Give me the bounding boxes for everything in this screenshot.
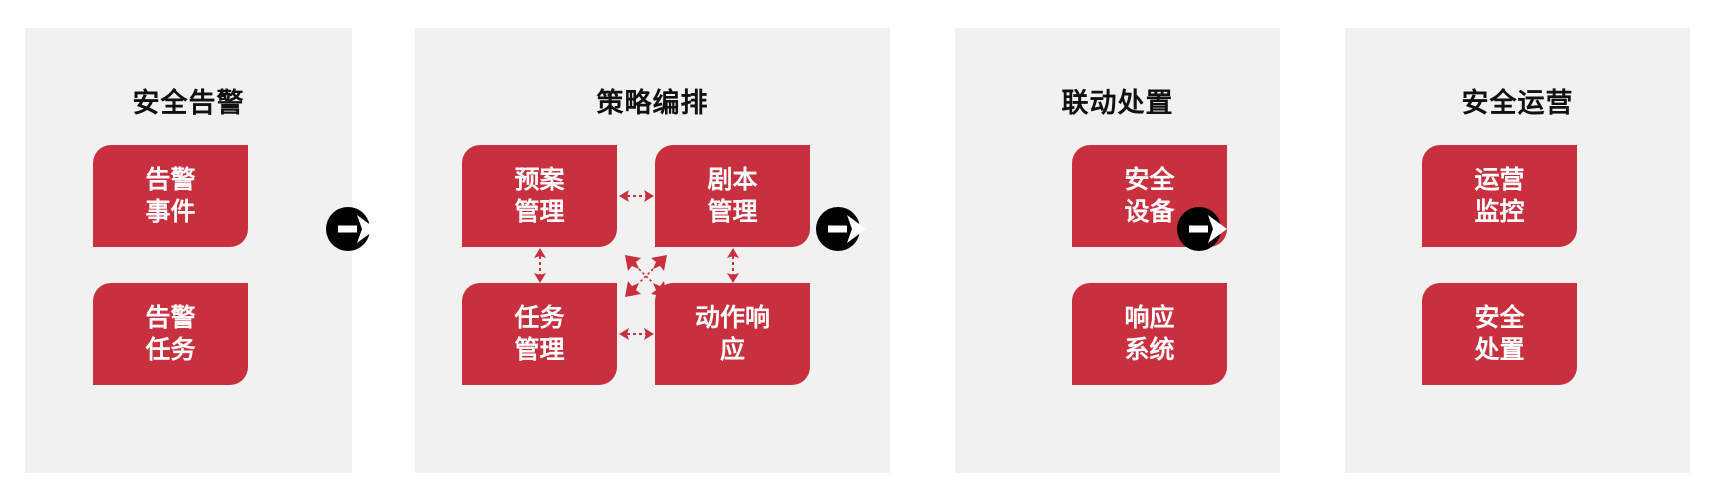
dashed-double-vertical-arrow-icon [534,248,546,283]
card-security-disposal[interactable]: 安全 处置 [1422,283,1577,385]
circle-right-arrow-icon [338,215,376,243]
four-way-diagonal-arrow-icon [625,255,667,297]
card-line-1: 响应 [1124,304,1175,332]
card-line-2: 任务 [145,336,196,364]
card-line-2: 管理 [514,336,565,364]
card-line-1: 任务 [514,304,565,332]
card-line-2: 事件 [145,198,196,226]
dashed-double-horizontal-arrow-icon [619,328,654,340]
connector-panel2-to-panel3[interactable] [816,207,872,251]
card-action-response[interactable]: 动作响 应 [655,283,810,385]
circle-right-arrow-icon [828,215,866,243]
card-line-2: 管理 [707,198,758,226]
arrow-task-action [619,324,654,344]
arrow-plan-script [619,186,654,206]
card-alert-event[interactable]: 告警 事件 [93,145,248,247]
card-line-2: 设备 [1124,198,1175,226]
card-line-1: 安全 [1474,304,1525,332]
dashed-double-vertical-arrow-icon [727,248,739,283]
panel-title-security-alert: 安全告警 [132,88,245,118]
card-operation-monitoring[interactable]: 运营 监控 [1422,145,1577,247]
card-line-1: 运营 [1474,166,1525,194]
panel-security-operations: 安全运营 运营 监控 安全 处置 [1345,28,1690,473]
card-line-1: 剧本 [707,166,758,194]
card-line-2: 系统 [1124,336,1175,364]
arrow-diagonal-cross [623,253,669,299]
dashed-double-horizontal-arrow-icon [619,190,654,202]
card-line-1: 告警 [145,304,196,332]
card-line-2: 应 [719,336,745,364]
card-line-2: 处置 [1474,336,1525,364]
card-task-management[interactable]: 任务 管理 [462,283,617,385]
panel-title-security-operations: 安全运营 [1461,88,1574,118]
panel-title-linkage-disposal: 联动处置 [1061,88,1174,118]
card-plan-management[interactable]: 预案 管理 [462,145,617,247]
card-line-1: 动作响 [694,304,770,332]
connector-panel3-to-panel4[interactable] [1177,207,1233,251]
panel-title-policy-orchestration: 策略编排 [596,88,709,118]
card-line-1: 预案 [514,166,565,194]
connector-panel1-to-panel2[interactable] [326,207,382,251]
panel-linkage-disposal: 联动处置 安全 设备 响应 系统 [955,28,1280,473]
panel-policy-orchestration: 策略编排 预案 管理 剧本 管理 任务 管理 动作响 应 [415,28,890,473]
card-line-1: 告警 [145,166,196,194]
card-line-2: 监控 [1474,198,1525,226]
circle-right-arrow-icon [1189,215,1227,243]
card-line-1: 安全 [1124,166,1175,194]
card-alert-task[interactable]: 告警 任务 [93,283,248,385]
arrow-plan-task [530,248,550,283]
panel-security-alert: 安全告警 告警 事件 告警 任务 [25,28,352,473]
arrow-script-action [723,248,743,283]
card-script-management[interactable]: 剧本 管理 [655,145,810,247]
card-response-system[interactable]: 响应 系统 [1072,283,1227,385]
card-line-2: 管理 [514,198,565,226]
